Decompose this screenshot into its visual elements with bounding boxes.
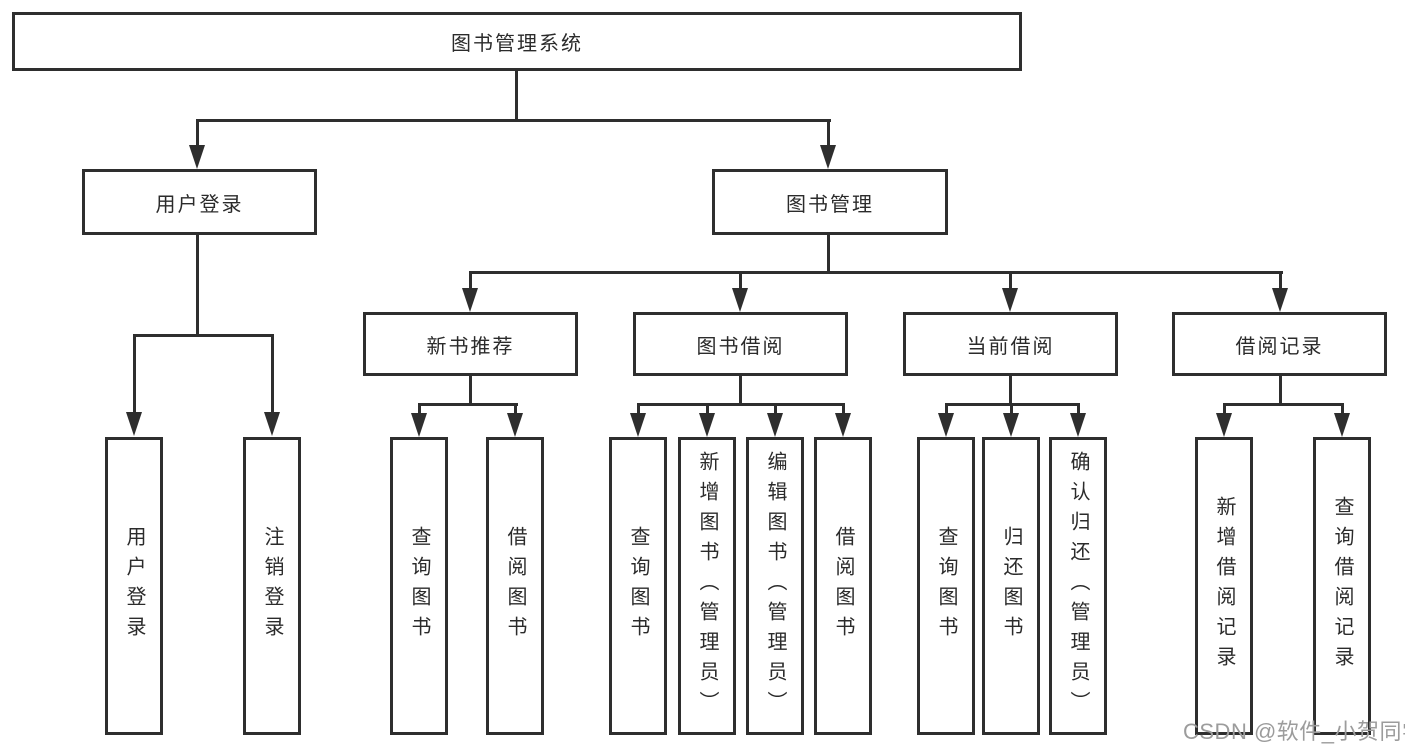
arrowhead-down-icon [1216,413,1232,437]
connector-vline [515,70,518,120]
connector-vline [1009,375,1012,406]
connector-hline [418,403,518,406]
arrowhead-down-icon [189,145,205,169]
leaf-label: 查询图书 [627,526,649,646]
node-book-management: 图书管理 [712,169,948,235]
connector-hline [133,334,274,337]
connector-vline [1223,403,1226,414]
connector-vline [827,119,830,149]
leaf-label: 新增图书（管理员） [696,451,718,721]
connector-vline [1279,271,1282,291]
leaf-label: 注销登录 [261,526,283,646]
node-user-login: 用户登录 [82,169,317,235]
node-label: 用户登录 [155,193,244,216]
connector-vline [1010,403,1013,414]
connector-hline [469,271,1283,274]
arrowhead-down-icon [411,413,427,437]
arrowhead-down-icon [1002,288,1018,312]
connector-vline [196,119,199,149]
node-borrow-record: 借阅记录 [1172,312,1387,376]
leaf-label: 查询图书 [408,526,430,646]
leaf-node-return-books: 归还图书 [982,437,1040,735]
leaf-label: 用户登录 [123,526,145,646]
connector-vline [133,334,136,412]
arrowhead-down-icon [264,412,280,436]
arrowhead-down-icon [820,145,836,169]
leaf-node-query-books-3: 查询图书 [917,437,975,735]
arrowhead-down-icon [1070,413,1086,437]
node-root: 图书管理系统 [12,12,1022,71]
leaf-node-user-login: 用户登录 [105,437,163,735]
node-label: 图书借阅 [696,335,785,358]
connector-vline [945,403,948,414]
node-book-borrow: 图书借阅 [633,312,848,376]
connector-hline [1223,403,1344,406]
leaf-node-add-books-admin: 新增图书（管理员） [678,437,736,735]
leaf-label: 查询借阅记录 [1331,496,1353,676]
arrowhead-down-icon [126,412,142,436]
connector-vline [827,234,830,274]
node-label: 图书管理 [786,193,874,216]
arrowhead-down-icon [507,413,523,437]
watermark: CSDN @软件_小贺同学 [1183,719,1405,744]
connector-vline [469,375,472,406]
connector-vline [739,375,742,406]
connector-hline [637,403,845,406]
leaf-node-logout: 注销登录 [243,437,301,735]
arrowhead-down-icon [767,413,783,437]
connector-vline [842,403,845,414]
leaf-node-confirm-return-admin: 确认归还（管理员） [1049,437,1107,735]
node-label: 当前借阅 [966,335,1055,358]
connector-vline [1341,403,1344,414]
arrowhead-down-icon [699,413,715,437]
node-label: 借阅记录 [1235,335,1324,358]
connector-vline [271,334,274,412]
arrowhead-down-icon [1003,413,1019,437]
arrowhead-down-icon [1334,413,1350,437]
leaf-label: 编辑图书（管理员） [764,451,786,721]
leaf-label: 查询图书 [935,526,957,646]
connector-vline [774,403,777,414]
connector-vline [1009,271,1012,291]
leaf-label: 新增借阅记录 [1213,496,1235,676]
leaf-node-add-borrow-record: 新增借阅记录 [1195,437,1253,735]
leaf-node-edit-books-admin: 编辑图书（管理员） [746,437,804,735]
connector-vline [1077,403,1080,414]
arrowhead-down-icon [1272,288,1288,312]
leaf-node-query-books-2: 查询图书 [609,437,667,735]
arrowhead-down-icon [462,288,478,312]
connector-vline [469,271,472,291]
connector-vline [1279,375,1282,406]
connector-vline [196,234,199,337]
leaf-node-borrow-books-1: 借阅图书 [486,437,544,735]
connector-vline [514,403,517,414]
arrowhead-down-icon [732,288,748,312]
leaf-node-query-borrow-record: 查询借阅记录 [1313,437,1371,735]
connector-vline [739,271,742,291]
node-label: 新书推荐 [426,335,515,358]
node-new-book-recommend: 新书推荐 [363,312,578,376]
arrowhead-down-icon [938,413,954,437]
leaf-node-borrow-books-2: 借阅图书 [814,437,872,735]
connector-vline [706,403,709,414]
leaf-label: 借阅图书 [504,526,526,646]
connector-hline [196,119,831,122]
node-current-borrow: 当前借阅 [903,312,1118,376]
arrowhead-down-icon [835,413,851,437]
leaf-label: 归还图书 [1000,526,1022,646]
arrowhead-down-icon [630,413,646,437]
leaf-label: 借阅图书 [832,526,854,646]
node-label: 图书管理系统 [451,33,583,55]
leaf-label: 确认归还（管理员） [1067,451,1089,721]
connector-vline [637,403,640,414]
leaf-node-query-books-1: 查询图书 [390,437,448,735]
connector-vline [418,403,421,414]
